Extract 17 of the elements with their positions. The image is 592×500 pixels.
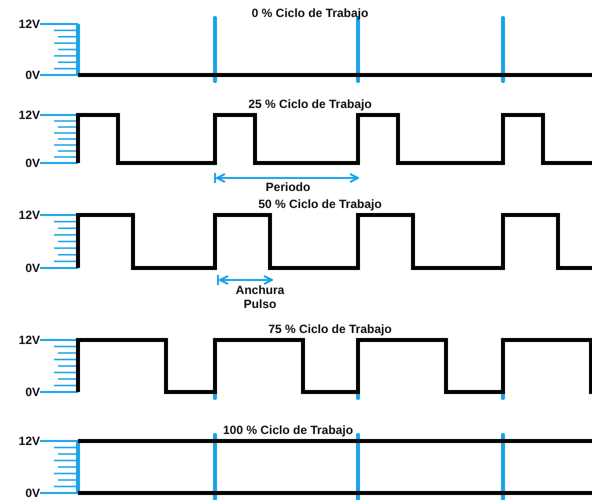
axis-label: 12V	[18, 108, 40, 122]
axis-label: 0V	[24, 385, 40, 399]
dimension-label: Anchura Pulso	[234, 283, 286, 311]
chart-title: 75 % Ciclo de Trabajo	[268, 322, 392, 336]
axis-label: 12V	[18, 17, 40, 31]
axis-label: 12V	[18, 333, 40, 347]
chart-title: 0 % Ciclo de Trabajo	[252, 6, 368, 20]
chart-title: 100 % Ciclo de Trabajo	[222, 423, 354, 437]
axis-label: 12V	[18, 434, 40, 448]
axis-label: 0V	[24, 486, 40, 500]
chart-title: 25 % Ciclo de Trabajo	[248, 97, 372, 111]
axis-label: 12V	[18, 208, 40, 222]
dimension-label: Periodo	[266, 180, 310, 194]
axis-label: 0V	[24, 156, 40, 170]
axis-label: 0V	[24, 261, 40, 275]
axis-label: 0V	[24, 68, 40, 82]
chart-title: 50 % Ciclo de Trabajo	[258, 197, 382, 211]
